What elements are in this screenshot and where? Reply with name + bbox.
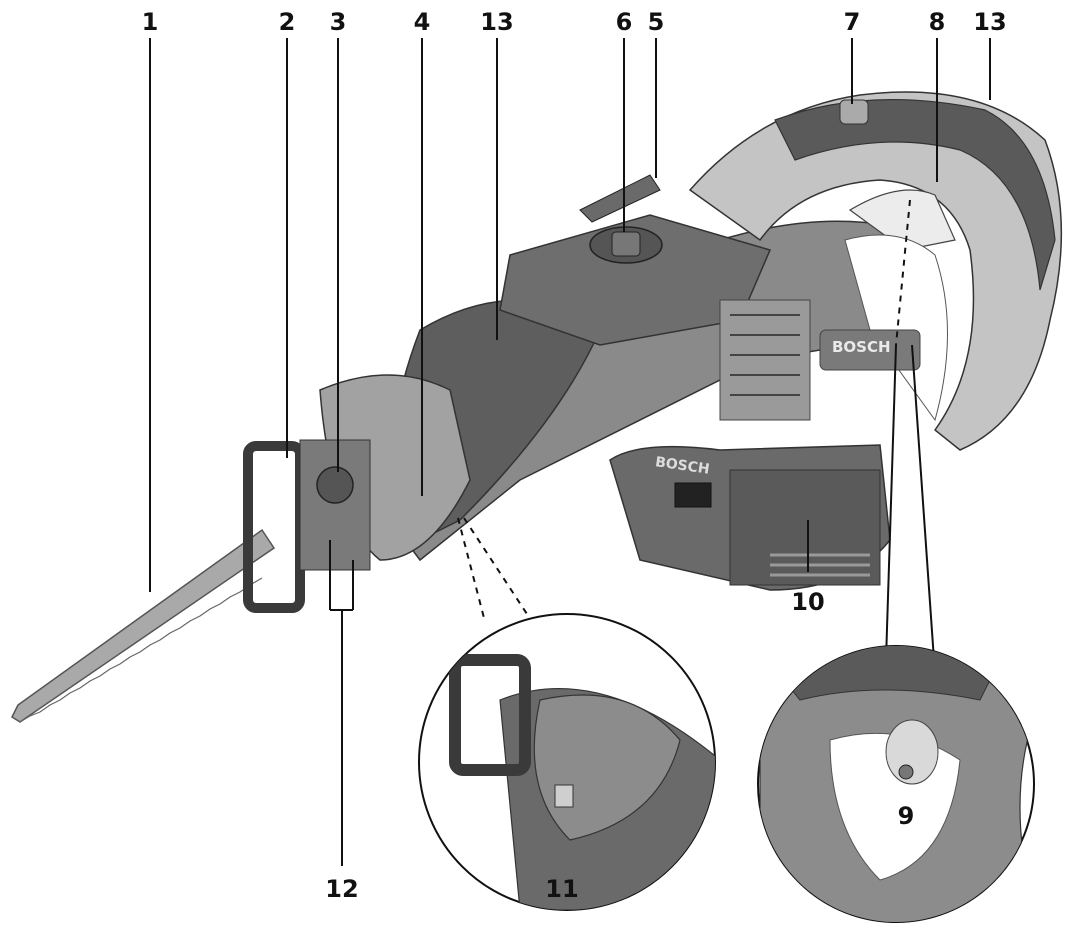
callout-11: 11 <box>545 875 579 903</box>
battery-pack <box>609 444 891 591</box>
saw-body <box>328 91 1063 562</box>
callout-9: 9 <box>897 802 915 830</box>
saw-blade <box>11 528 276 723</box>
callout-6: 6 <box>615 8 633 36</box>
saw-blade-teeth <box>19 577 263 723</box>
detail-circle-blade-clamp <box>418 613 716 911</box>
callout-2: 2 <box>278 8 296 36</box>
detail-circle-handle <box>757 645 1035 923</box>
callout-12: 12 <box>325 875 359 903</box>
callout-10: 10 <box>791 588 825 616</box>
callout-13-rear: 13 <box>973 8 1007 36</box>
callout-7: 7 <box>843 8 861 36</box>
front-shoe <box>243 374 471 613</box>
callout-3: 3 <box>329 8 347 36</box>
callout-8: 8 <box>928 8 946 36</box>
callout-5: 5 <box>647 8 665 36</box>
bosch-logo: BOSCH <box>832 338 891 356</box>
callout-4: 4 <box>413 8 431 36</box>
callout-1: 1 <box>141 8 159 36</box>
callout-13-front: 13 <box>480 8 514 36</box>
